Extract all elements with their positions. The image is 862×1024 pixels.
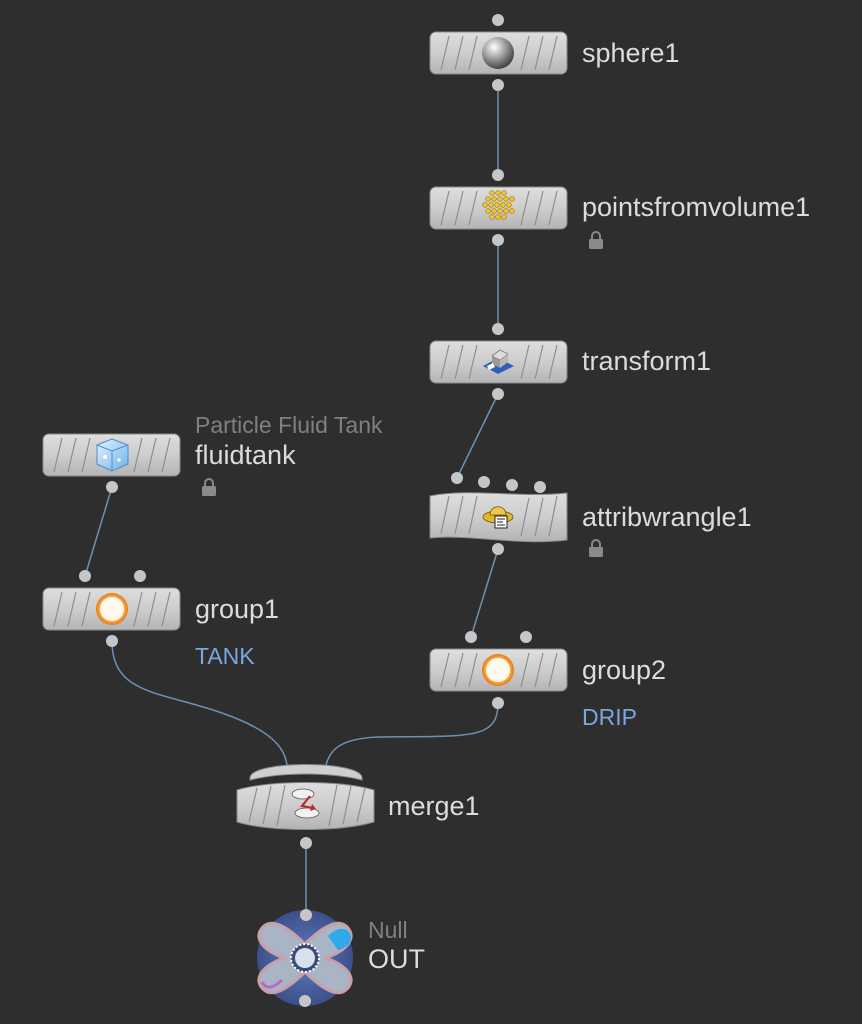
merge-input-bar bbox=[249, 764, 363, 781]
node-body-stripes bbox=[440, 344, 558, 380]
wire-group1-merge1 bbox=[111, 640, 288, 766]
points-grid-icon bbox=[482, 190, 515, 220]
cowboy-hat-icon bbox=[482, 506, 514, 529]
output-connector bbox=[300, 837, 312, 849]
lock-icon[interactable] bbox=[587, 538, 605, 558]
node-body-stripes bbox=[440, 35, 558, 71]
sphere-icon bbox=[482, 37, 514, 69]
output-connector bbox=[106, 481, 118, 493]
output-connector bbox=[492, 697, 504, 709]
node-attribwrangle1[interactable] bbox=[429, 472, 568, 555]
wire-transform1-attribwrangle1 bbox=[456, 393, 499, 479]
output-connector bbox=[492, 388, 504, 400]
node-type-fluidtank: Particle Fluid Tank bbox=[195, 412, 383, 438]
input-connector bbox=[492, 14, 504, 26]
transform-icon bbox=[483, 349, 514, 374]
wire-fluidtank-group1 bbox=[84, 486, 113, 577]
output-connector bbox=[492, 543, 504, 555]
node-label-out[interactable]: OUT bbox=[368, 944, 425, 974]
node-sphere1[interactable] bbox=[429, 14, 568, 91]
input-connector-1 bbox=[451, 472, 463, 484]
wire-group2-merge1 bbox=[325, 702, 499, 766]
node-body-stripes bbox=[440, 652, 558, 688]
node-label-transform1[interactable]: transform1 bbox=[582, 346, 712, 376]
node-body-stripes bbox=[53, 437, 171, 473]
node-pointsfromvolume1[interactable] bbox=[429, 169, 568, 246]
input-connector-2 bbox=[478, 476, 490, 488]
input-connector-2 bbox=[134, 570, 146, 582]
node-label-pointsfromvolume1[interactable]: pointsfromvolume1 bbox=[582, 192, 811, 222]
node-type-out: Null bbox=[368, 917, 408, 943]
input-connector-4 bbox=[534, 481, 546, 493]
input-connector bbox=[492, 169, 504, 181]
ice-cube-icon bbox=[96, 438, 129, 472]
node-merge1[interactable] bbox=[236, 764, 375, 850]
wire-attribwrangle1-group2 bbox=[470, 548, 499, 638]
group-tag-drip: DRIP bbox=[582, 704, 637, 730]
input-connector bbox=[492, 323, 504, 335]
wire-group bbox=[84, 85, 499, 913]
merge-teapot-icon bbox=[291, 788, 320, 819]
node-out[interactable] bbox=[257, 909, 353, 1007]
node-transform1[interactable] bbox=[429, 323, 568, 400]
output-connector bbox=[492, 234, 504, 246]
node-group1[interactable] bbox=[42, 570, 181, 647]
node-group2[interactable] bbox=[429, 631, 568, 709]
output-connector bbox=[106, 635, 118, 647]
node-body-stripes bbox=[440, 495, 558, 537]
lock-icon[interactable] bbox=[587, 230, 605, 250]
node-fluidtank[interactable] bbox=[42, 433, 181, 493]
output-connector bbox=[492, 79, 504, 91]
lock-icon[interactable] bbox=[200, 477, 218, 497]
input-connector-2 bbox=[520, 631, 532, 643]
output-connector bbox=[299, 995, 311, 1007]
input-connector-3 bbox=[506, 479, 518, 491]
node-body bbox=[429, 186, 568, 230]
input-connector-1 bbox=[79, 570, 91, 582]
node-body-stripes bbox=[248, 784, 366, 827]
node-body-stripes bbox=[53, 591, 171, 627]
node-label-fluidtank[interactable]: fluidtank bbox=[195, 440, 296, 470]
node-label-group1[interactable]: group1 bbox=[195, 594, 280, 624]
node-label-group2[interactable]: group2 bbox=[582, 655, 667, 685]
input-connector bbox=[300, 909, 312, 921]
node-label-attribwrangle1[interactable]: attribwrangle1 bbox=[582, 502, 752, 532]
node-label-sphere1[interactable]: sphere1 bbox=[582, 38, 680, 68]
node-body-stripes bbox=[440, 190, 558, 226]
group-tag-tank: TANK bbox=[195, 643, 255, 669]
input-connector-1 bbox=[465, 631, 477, 643]
node-label-merge1[interactable]: merge1 bbox=[388, 791, 480, 821]
